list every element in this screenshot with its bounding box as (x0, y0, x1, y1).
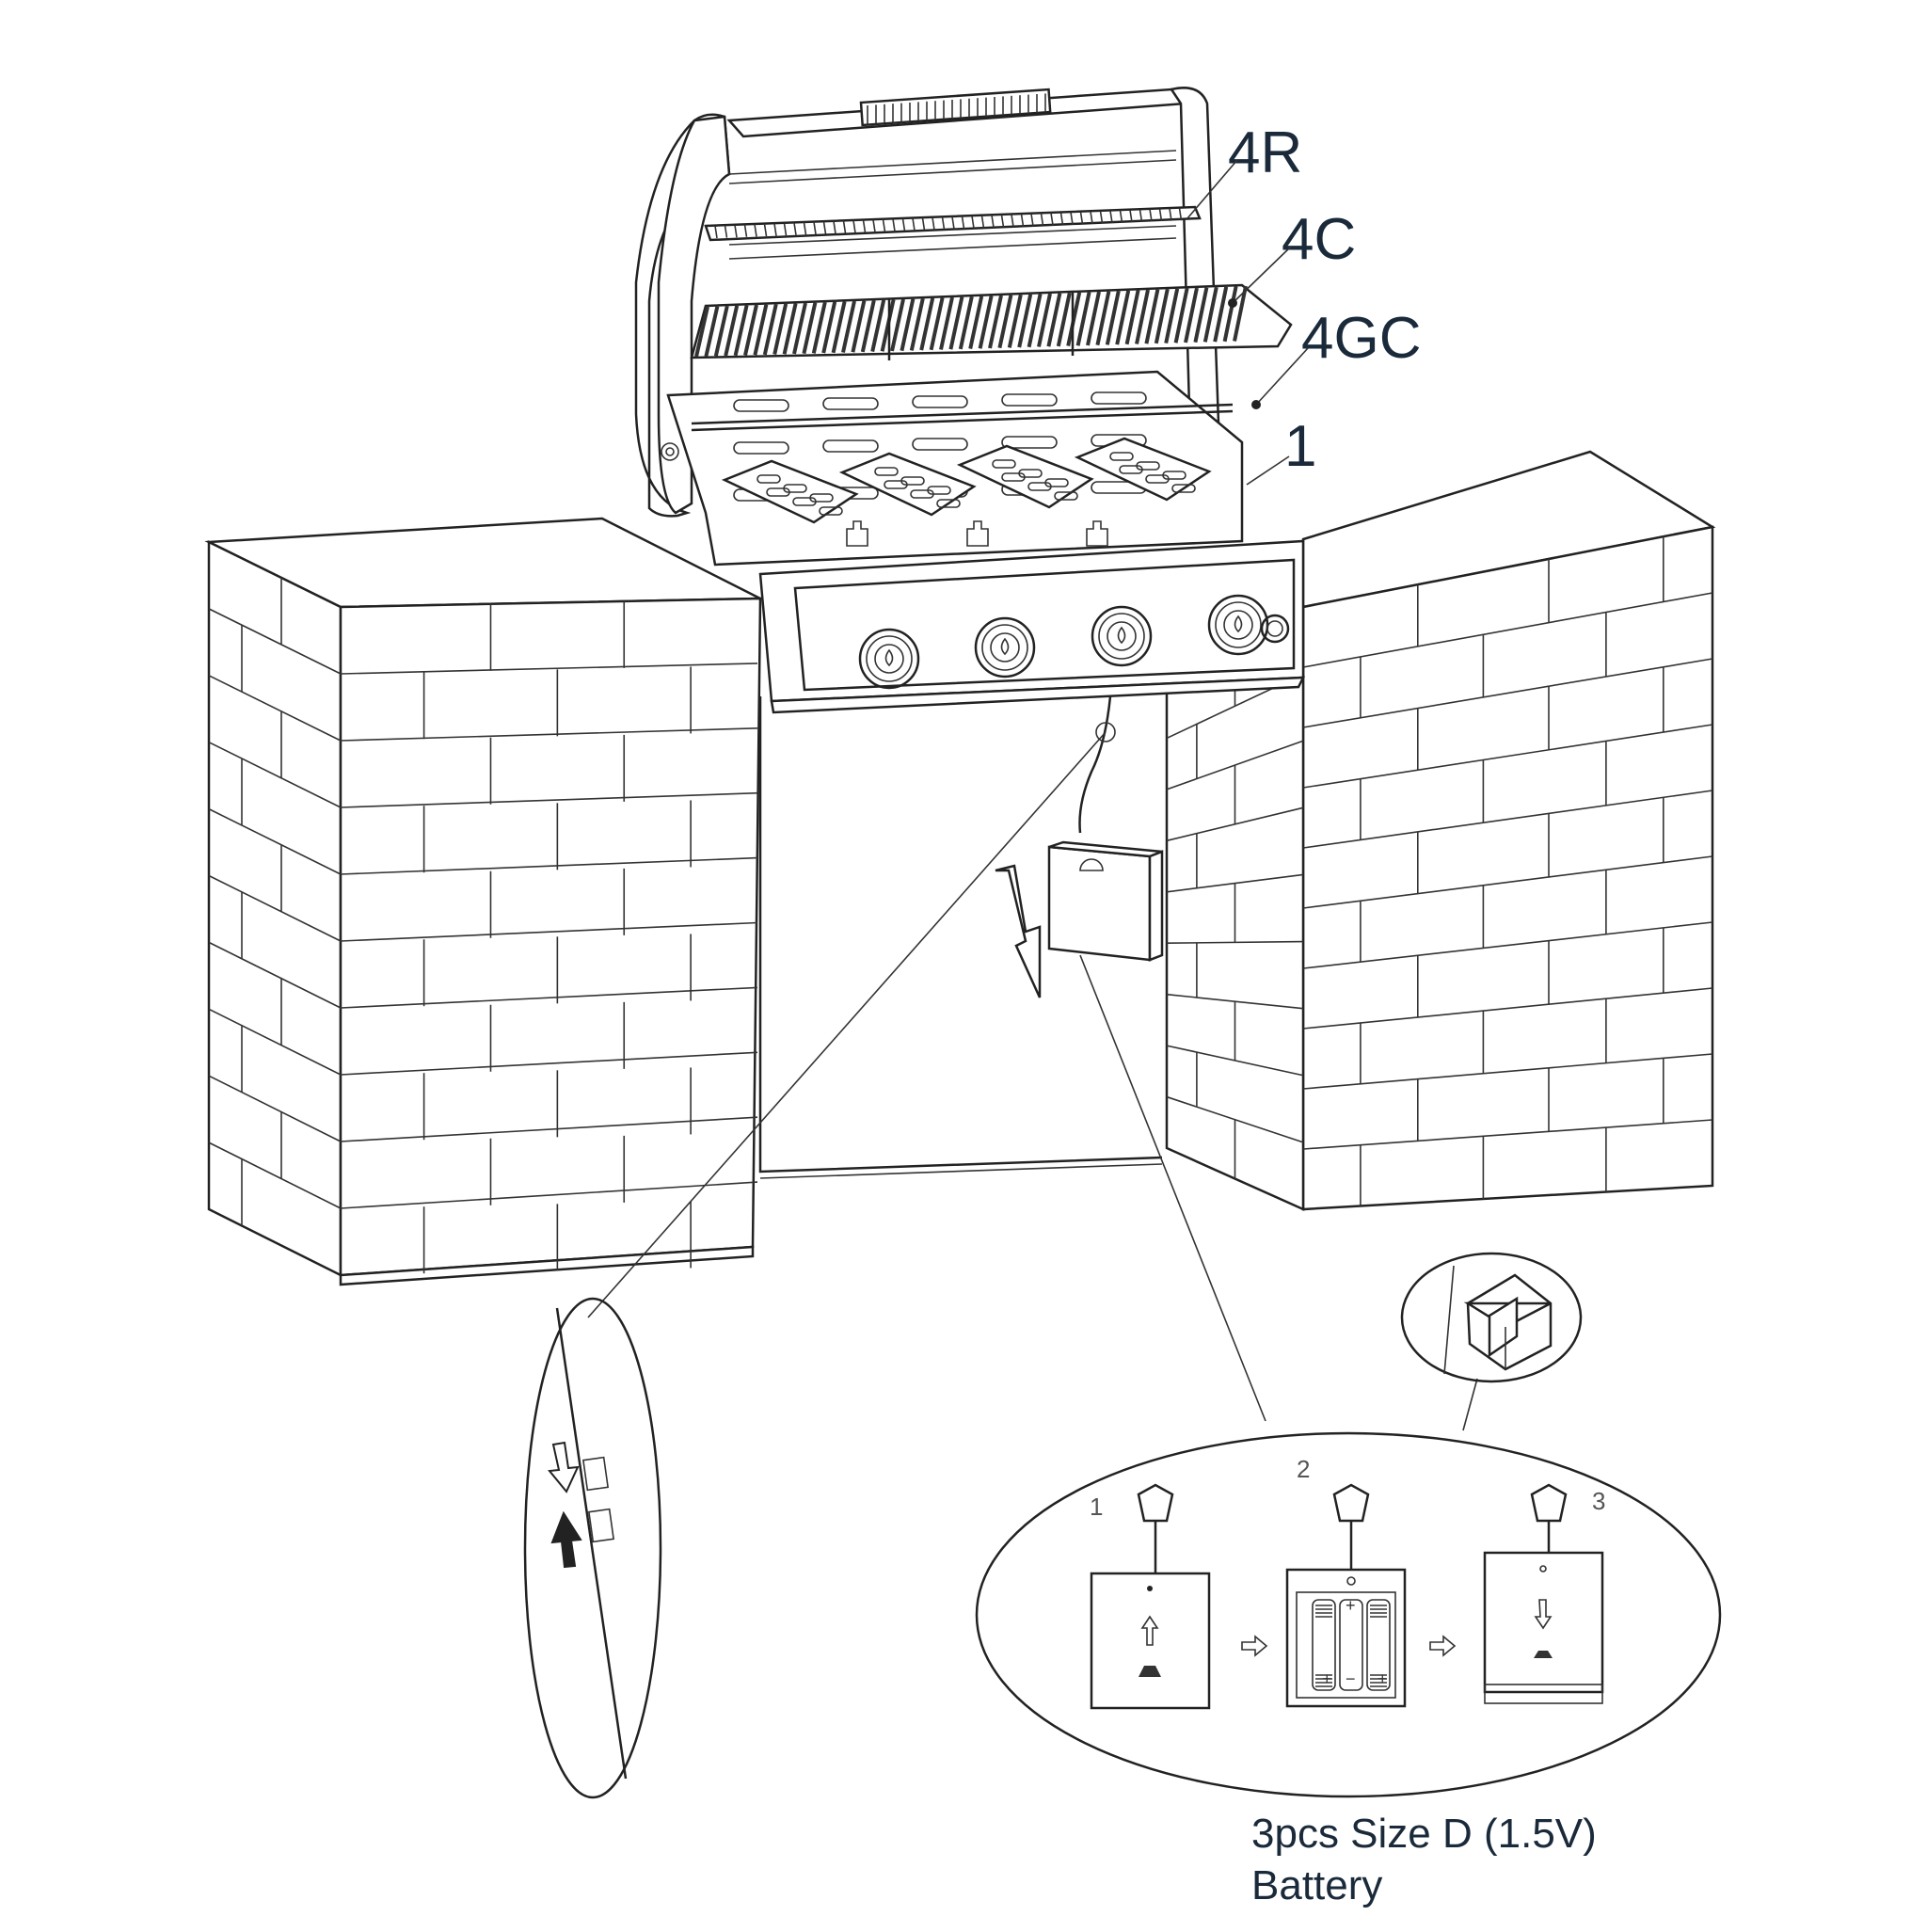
battery-step-1: 1 (1090, 1483, 1211, 1710)
step-arrow-icon (1241, 1635, 1268, 1657)
arrow-down-icon (1534, 1599, 1553, 1630)
battery-caption: 3pcs Size D (1.5V) Battery (1251, 1811, 1597, 1908)
cooking-grids (690, 283, 1293, 360)
right-brick-pillar (1165, 450, 1716, 1211)
grill-head (634, 87, 1306, 714)
label-grid-crossbar: 4GC (1301, 306, 1421, 371)
step-number-3: 3 (1592, 1487, 1605, 1515)
label-flame-tamers: 1 (1284, 414, 1316, 479)
back-wall (758, 696, 1163, 1179)
clip-callout (1400, 1252, 1583, 1383)
battery-caption-line2: Battery (1251, 1862, 1382, 1908)
warming-rack (704, 205, 1202, 242)
svg-text:+: + (1346, 1596, 1356, 1615)
connector-arrow-up-icon (550, 1510, 582, 1569)
step-number-1: 1 (1090, 1493, 1103, 1521)
arrow-down-icon (995, 864, 1042, 998)
left-brick-pillar (204, 517, 762, 1286)
label-warming-rack: 4R (1228, 120, 1302, 185)
part-labels: 4R 4C 4GC 1 (1228, 120, 1421, 479)
battery-caption-line1: 3pcs Size D (1.5V) (1251, 1811, 1597, 1857)
flame-tamers (721, 437, 1212, 524)
arrow-up-icon (1140, 1615, 1159, 1646)
label-cooking-grids: 4C (1282, 207, 1356, 272)
connector-callout (523, 1297, 662, 1799)
svg-text:+: + (1378, 1669, 1388, 1688)
battery-step-2: 2 +++− (1285, 1455, 1407, 1708)
battery-box (1047, 695, 1164, 962)
connector-arrow-down-icon (548, 1441, 580, 1493)
step-number-2: 2 (1297, 1455, 1310, 1483)
battery-steps-callout: 1 2 +++− (975, 1431, 1722, 1798)
svg-text:−: − (1346, 1669, 1356, 1688)
svg-text:+: + (1322, 1669, 1332, 1688)
control-panel (758, 539, 1306, 714)
step-arrow-icon (1429, 1635, 1457, 1657)
battery-step-3: 3 (1483, 1483, 1605, 1704)
